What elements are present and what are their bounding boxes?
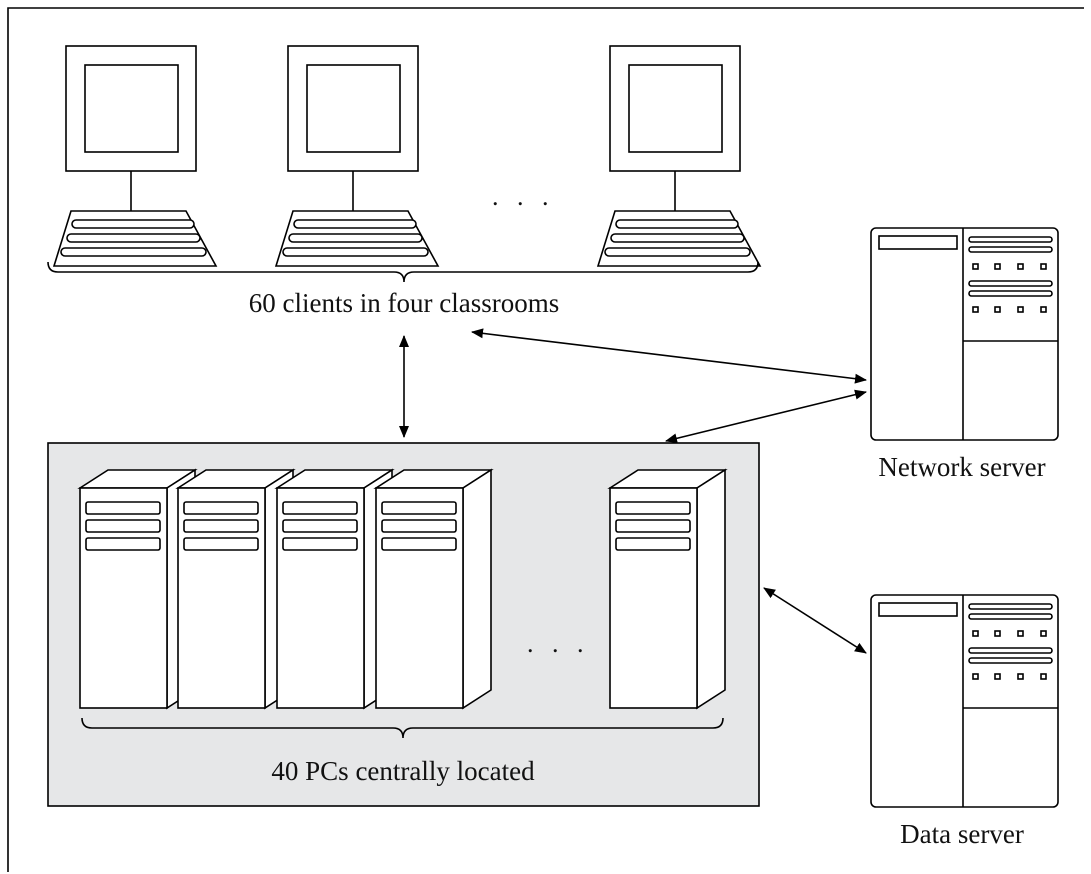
pcs-brace [81,717,724,739]
client-computer [597,45,761,267]
pcs-ellipsis: . . . [527,629,590,658]
tower-pc [276,469,393,709]
client-computer [275,45,439,267]
arrow-clients-network-server [471,328,867,384]
pc-group: . . . 40 PCs centrally located [47,442,760,807]
clients-ellipsis: . . . [492,182,555,211]
network-server [870,227,1059,441]
tower-pc [177,469,294,709]
clients-label: 60 clients in four classrooms [249,288,559,318]
tower-pc [375,469,492,709]
arrow-pcs-data-server [763,587,867,654]
tower-pc [609,469,726,709]
arrow-pcs-network-server [665,389,867,444]
network-server-label: Network server [878,452,1045,482]
data-server [870,594,1059,808]
pcs-label: 40 PCs centrally located [271,756,535,786]
client-computer [53,45,217,267]
clients-brace [47,261,759,283]
figure-frame [7,7,1084,872]
data-server-label: Data server [900,819,1024,849]
